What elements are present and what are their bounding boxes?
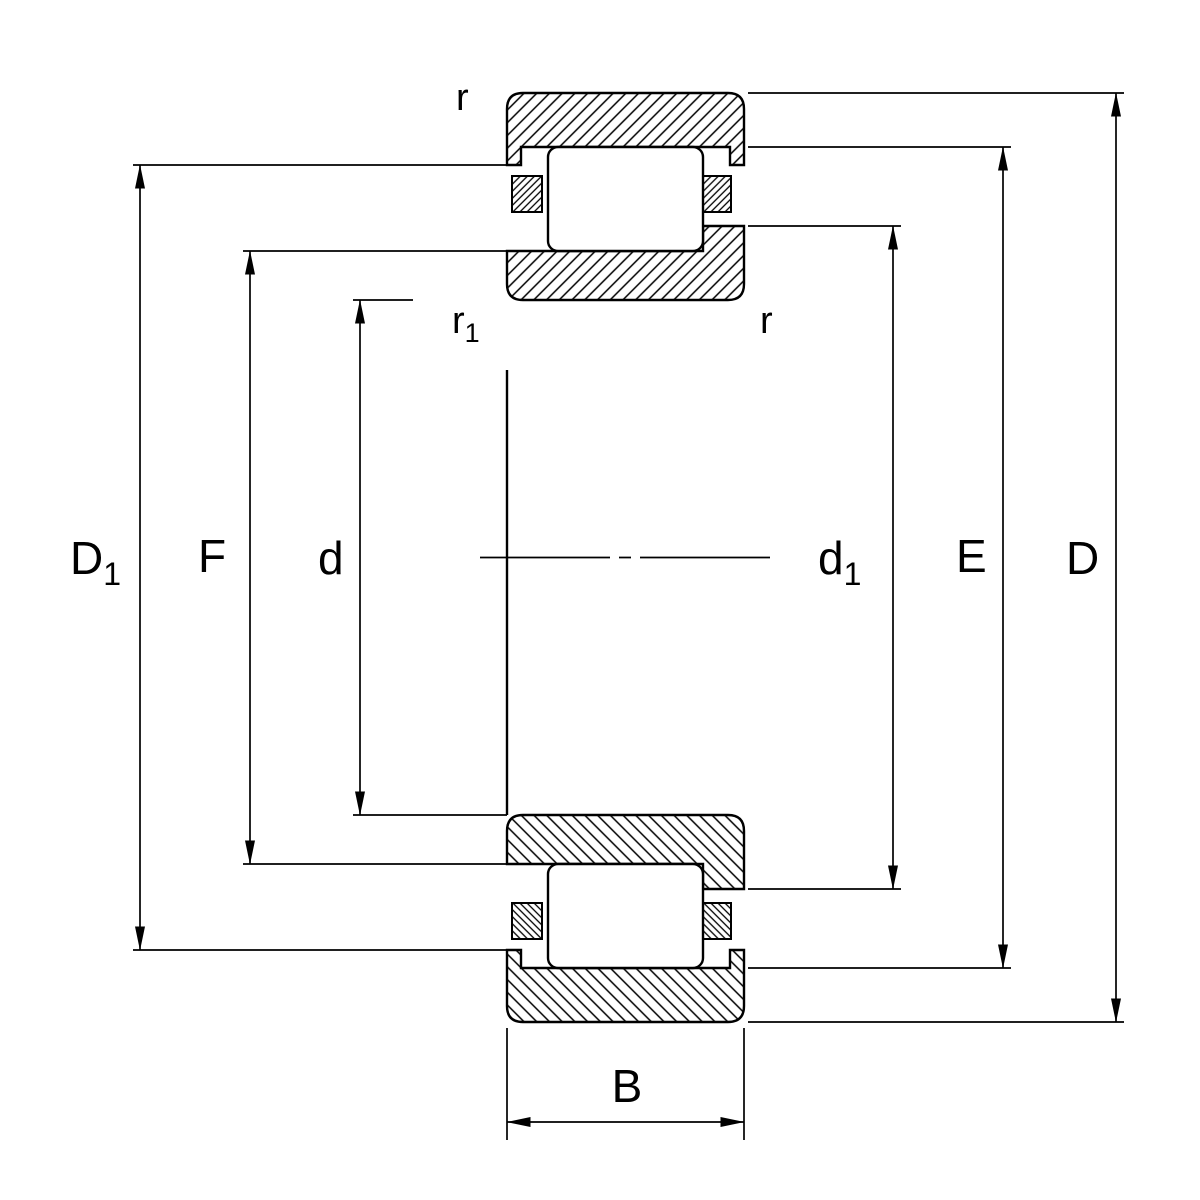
label-d: d <box>318 532 344 584</box>
label-d1cap: D1 <box>70 532 121 592</box>
label-dcap: D <box>1066 532 1099 584</box>
label-r1: r1 <box>452 300 480 348</box>
bearing-section-top <box>505 91 746 302</box>
inner-ring-cross-section <box>505 224 746 302</box>
label-r-right: r <box>760 300 773 342</box>
cage-cross-section-right <box>700 175 732 213</box>
label-r-top: r <box>456 77 469 119</box>
roller-cross-section <box>546 145 705 253</box>
label-f: F <box>198 530 226 582</box>
cage-cross-section-left <box>511 175 543 213</box>
label-d1: d1 <box>818 532 861 592</box>
bearing-section-bottom <box>505 813 746 1024</box>
label-b: B <box>612 1060 643 1112</box>
label-e: E <box>956 530 987 582</box>
